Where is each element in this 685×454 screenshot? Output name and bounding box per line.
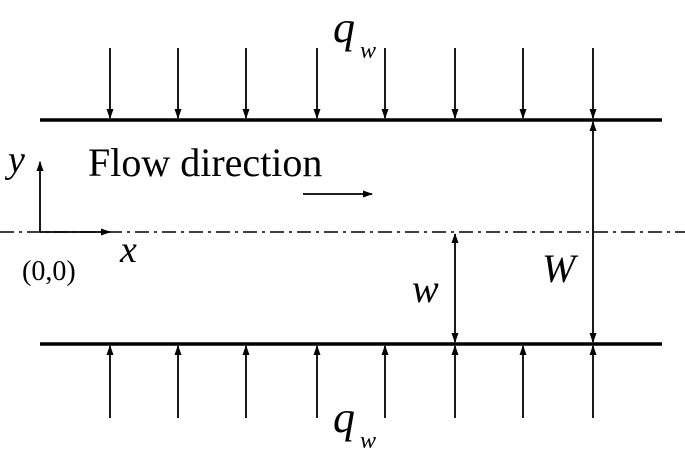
bottom-heat-flux-arrows (106, 345, 597, 418)
svg-text:q: q (333, 393, 355, 442)
heat-flux-bottom-label: q w (333, 393, 376, 454)
full-width-label: W (542, 246, 579, 291)
coordinate-axes: y x (0,0) (4, 139, 137, 287)
x-axis-label: x (119, 229, 137, 271)
heat-flux-top-label: q w (333, 3, 376, 64)
svg-text:q: q (333, 3, 355, 52)
y-axis-label: y (4, 139, 25, 181)
svg-text:w: w (360, 38, 376, 64)
svg-text:w: w (360, 428, 376, 454)
half-width-label: w (412, 266, 439, 311)
origin-label: (0,0) (22, 256, 76, 287)
top-heat-flux-arrows (106, 48, 597, 119)
flow-direction-label: Flow direction (88, 140, 322, 185)
